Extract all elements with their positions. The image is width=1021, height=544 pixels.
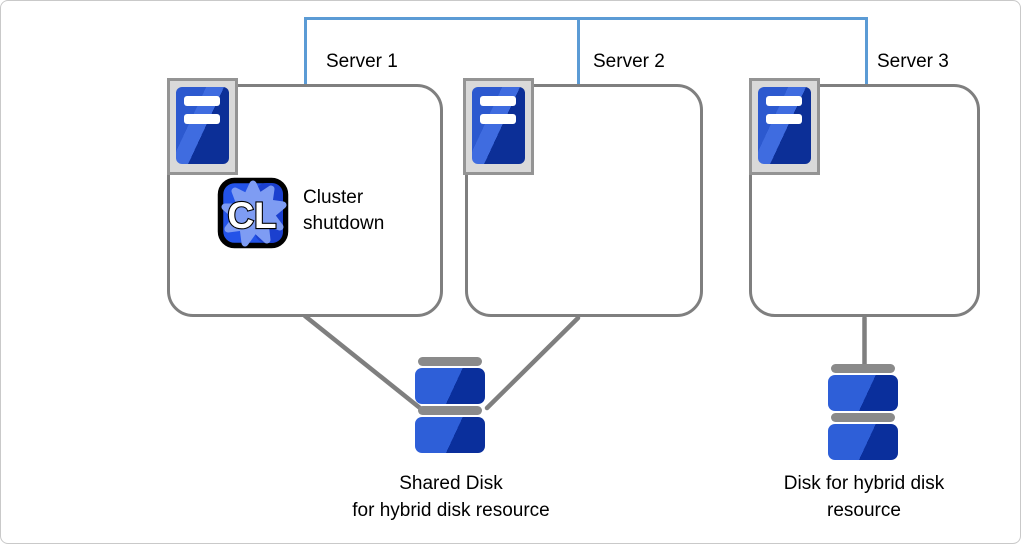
line-server2-to-shared-disk <box>484 315 581 411</box>
interconnect-drop-server3 <box>865 17 868 85</box>
shared-disk-icon <box>415 357 485 455</box>
disk-drum <box>828 424 898 460</box>
interconnect-line-horizontal <box>304 17 868 20</box>
server1-label: Server 1 <box>326 51 398 72</box>
interconnect-drop-server2 <box>577 17 580 85</box>
expresscluster-cl-icon: CL <box>217 177 289 249</box>
server-slot-bar <box>766 96 802 106</box>
server-tower-icon <box>758 87 811 164</box>
disk-cap <box>831 413 895 422</box>
server-tower-icon <box>472 87 525 164</box>
shared-disk-label: Shared Disk for hybrid disk resource <box>352 473 550 521</box>
disk-drum <box>415 417 485 453</box>
server-slot-bar <box>766 114 802 124</box>
server2-chip <box>463 78 534 175</box>
cl-letters: CL <box>227 195 276 236</box>
cluster-shutdown-label: Cluster shutdown <box>303 187 385 234</box>
server-slot-bar <box>480 96 516 106</box>
cl-splat-shape <box>221 180 287 247</box>
interconnect-drop-server1 <box>304 17 307 85</box>
server1-chip <box>167 78 238 175</box>
server3-label: Server 3 <box>877 51 949 72</box>
hybrid-disk-icon <box>828 364 898 462</box>
disk-drum <box>828 375 898 411</box>
server-slot-bar <box>184 96 220 106</box>
disk-cap <box>418 357 482 366</box>
server-slot-bar <box>480 114 516 124</box>
line-server1-to-shared-disk <box>302 313 423 411</box>
server-tower-icon <box>176 87 229 164</box>
disk-cap <box>418 406 482 415</box>
hybrid-disk-label: Disk for hybrid disk resource <box>783 473 945 521</box>
server2-label: Server 2 <box>593 51 665 72</box>
server-slot-bar <box>184 114 220 124</box>
server2-box <box>465 84 703 317</box>
disk-cap <box>831 364 895 373</box>
disk-drum <box>415 368 485 404</box>
server3-chip <box>749 78 820 175</box>
